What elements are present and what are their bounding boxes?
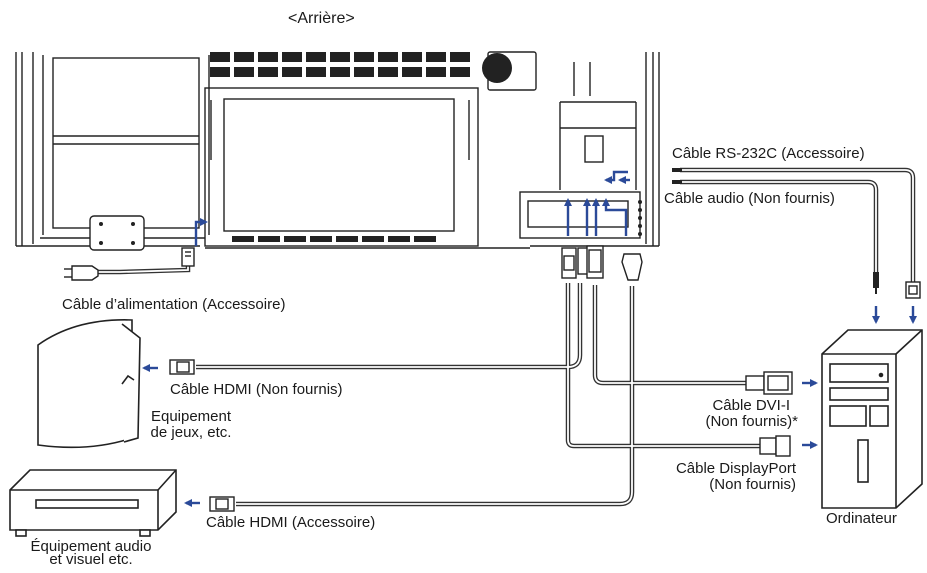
av-equipment-label-line1: Équipement audio (30, 538, 152, 555)
computer-tower-icon (821, 329, 923, 509)
displayport-cable-label-line1: Câble DisplayPort (675, 460, 796, 477)
dvi-cable-label-line1: Câble DVI-I (712, 397, 790, 414)
av-player-icon (9, 469, 177, 537)
rs232c-plug-icon (905, 281, 921, 299)
cables (98, 167, 916, 507)
connection-arrows (142, 170, 917, 507)
audio-jack-icon (672, 168, 879, 294)
displayport-cable-label-line2: (Non fournis) (709, 476, 796, 493)
power-inlet-box (89, 215, 145, 251)
dvi-plug-icon (745, 371, 793, 395)
hdmi-cable-av-label: Câble HDMI (Accessoire) (206, 514, 376, 531)
dvi-cable-label-line2: (Non fournis)* (705, 413, 798, 430)
panel-input-plugs (561, 245, 643, 281)
hdmi-plug-icon (169, 359, 235, 512)
vent-grille-bottom (232, 236, 436, 242)
game-equipment-label-line1: Equipement (150, 408, 232, 425)
hdmi-cable-game-label: Câble HDMI (Non fournis) (170, 381, 343, 398)
rs232c-cable-label: Câble RS-232C (Accessoire) (672, 145, 865, 162)
diagram-title: <Arrière> (288, 10, 355, 27)
game-equipment-label-line2: de jeux, etc. (150, 424, 232, 441)
displayport-plug-icon (759, 435, 791, 457)
power-plug-icon (64, 247, 195, 281)
audio-cable-label: Câble audio (Non fournis) (664, 190, 835, 207)
power-cable-label: Câble d’alimentation (Accessoire) (62, 296, 286, 313)
computer-label: Ordinateur (826, 510, 897, 527)
game-console-icon (37, 319, 141, 449)
speaker-grille (482, 53, 512, 83)
av-equipment-label-line2: et visuel etc. (49, 551, 133, 568)
vent-grille-top (210, 52, 470, 77)
